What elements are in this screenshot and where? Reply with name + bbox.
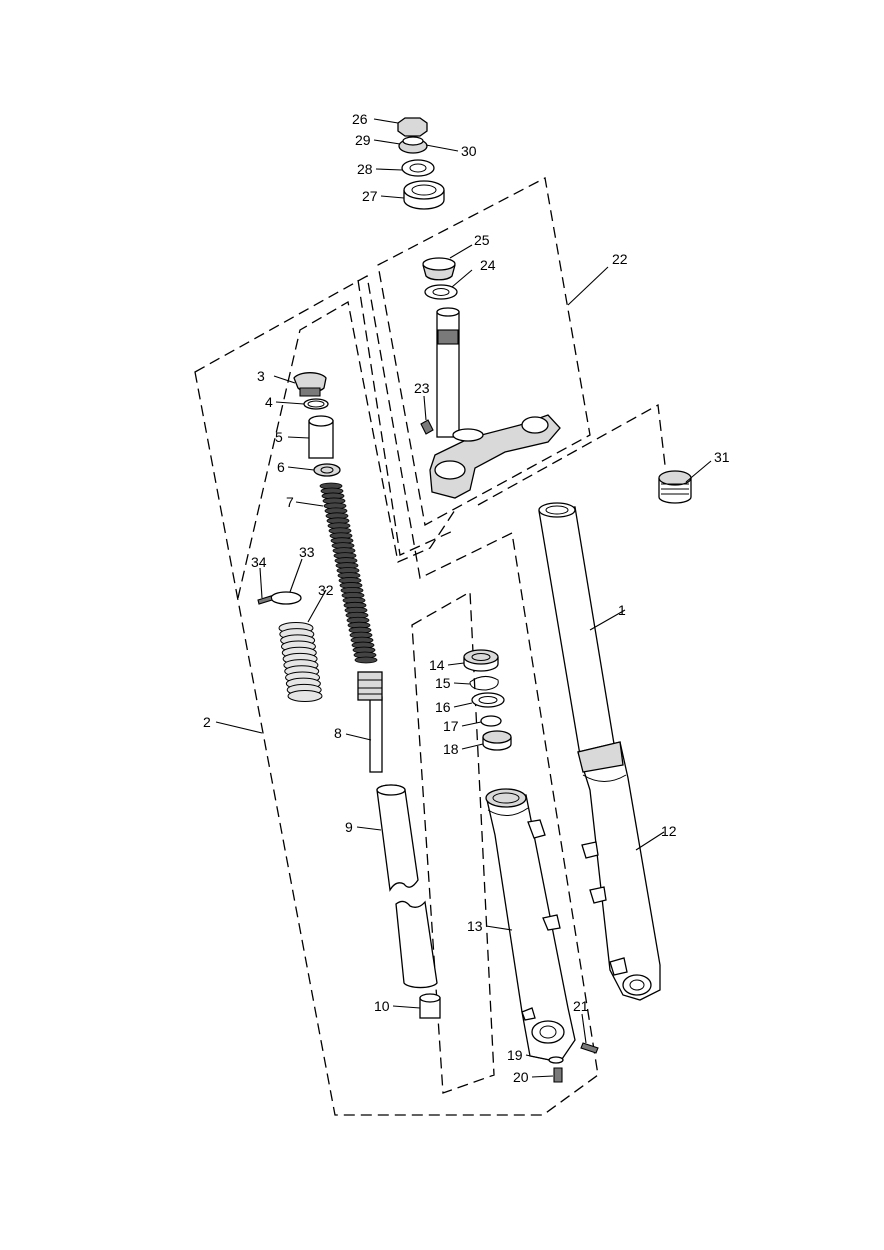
part-21-bolt	[580, 1042, 599, 1054]
callout-28: 28	[357, 161, 373, 177]
part-28-hole	[409, 163, 427, 173]
callout-6: 6	[277, 459, 285, 475]
callout-31: 31	[714, 449, 730, 465]
part-17-ring	[480, 715, 502, 727]
part-1-stanchion	[538, 502, 616, 756]
part-14-seal-bore	[471, 653, 491, 661]
callout-7: 7	[286, 494, 294, 510]
callout-9: 9	[345, 819, 353, 835]
part-16-washer-hole	[478, 696, 498, 704]
outline-fork-leg-group	[194, 274, 599, 1116]
part-30-locknut	[402, 136, 424, 146]
damper-parts	[463, 649, 512, 751]
part-31-cap	[658, 470, 692, 504]
outline-internal-group	[237, 300, 456, 599]
callout-8: 8	[334, 725, 342, 741]
yoke-assembly	[420, 257, 561, 499]
part-13-slider	[485, 788, 576, 1083]
group-outlines	[194, 177, 666, 1116]
callout-23: 23	[414, 380, 430, 396]
part-8-rod-top	[357, 671, 383, 701]
part-23-bolt	[420, 419, 434, 435]
callout-3: 3	[257, 368, 265, 384]
part-8-rod-ring	[358, 679, 382, 695]
callout-34: 34	[251, 554, 267, 570]
part-8-rod	[369, 696, 383, 773]
callout-24: 24	[480, 257, 496, 273]
part-32-gaiter	[278, 622, 323, 702]
callout-20: 20	[513, 1069, 529, 1085]
callout-17: 17	[443, 718, 459, 734]
callout-4: 4	[265, 394, 273, 410]
callout-16: 16	[435, 699, 451, 715]
callout-19: 19	[507, 1047, 523, 1063]
part-26-nut	[397, 117, 428, 137]
callout-13: 13	[467, 918, 483, 934]
steering-top-parts	[397, 117, 445, 210]
part-24-seal-hole	[432, 288, 450, 296]
callout-14: 14	[429, 657, 445, 673]
outline-yoke-group-inner	[357, 279, 456, 556]
part-6-washer-hole	[320, 466, 334, 474]
callout-labels: 26 29 30 28 27 25 24 22 23 3 4 5 6 7 31 …	[203, 111, 730, 1085]
callout-22: 22	[612, 251, 628, 267]
outline-yoke-group	[377, 177, 591, 527]
callout-27: 27	[362, 188, 378, 204]
callout-5: 5	[275, 429, 283, 445]
callout-32: 32	[318, 582, 334, 598]
leader-lines	[215, 118, 712, 1078]
callout-25: 25	[474, 232, 490, 248]
callout-30: 30	[461, 143, 477, 159]
part-24-seal	[424, 284, 458, 300]
part-6-washer	[313, 463, 341, 477]
part-14-seal-top	[463, 649, 499, 665]
part-20-bolt	[553, 1067, 563, 1083]
part-5-spacer	[308, 420, 334, 459]
yoke-left-clamp	[434, 460, 466, 480]
part-34-screw	[257, 595, 273, 605]
callout-21: 21	[573, 998, 589, 1014]
part-9-tube-lower	[395, 900, 438, 989]
part-3-cap-thread	[299, 387, 321, 397]
callout-29: 29	[355, 132, 371, 148]
callout-12: 12	[661, 823, 677, 839]
fork-internals	[257, 372, 441, 1019]
callout-15: 15	[435, 675, 451, 691]
part-27-bearing-bore	[411, 184, 437, 196]
part-28-washer	[401, 159, 435, 177]
part-9-tube-top	[376, 784, 406, 796]
callout-1: 1	[618, 602, 626, 618]
yoke-stem-top	[436, 307, 460, 317]
gaiter-ring	[287, 690, 323, 702]
part-33-clip	[270, 591, 302, 605]
part-4-oring-inner	[307, 400, 325, 408]
part-5-spacer-top	[308, 415, 334, 427]
part-25-bearing-top	[422, 257, 456, 271]
part-12-outer-tube	[577, 741, 661, 1054]
spring-coil	[354, 656, 378, 664]
yoke-stem-thread	[437, 329, 459, 345]
part-16-washer	[471, 692, 505, 708]
callout-33: 33	[299, 544, 315, 560]
yoke-stem-collar	[452, 428, 484, 442]
callout-10: 10	[374, 998, 390, 1014]
part-7-spring	[319, 482, 378, 664]
yoke-right-clamp	[521, 416, 549, 434]
callout-2: 2	[203, 714, 211, 730]
part-10-bush-top	[419, 993, 441, 1003]
part-18-bush-top	[482, 730, 512, 744]
part-15-circlip	[469, 676, 499, 691]
part-19-washer	[548, 1056, 564, 1064]
outline-cap-connector	[477, 403, 666, 506]
part-27-bearing-top	[403, 180, 445, 200]
part-9-tube-upper	[376, 784, 419, 892]
outline-damper-group	[411, 590, 495, 1094]
callout-26: 26	[352, 111, 368, 127]
callout-18: 18	[443, 741, 459, 757]
